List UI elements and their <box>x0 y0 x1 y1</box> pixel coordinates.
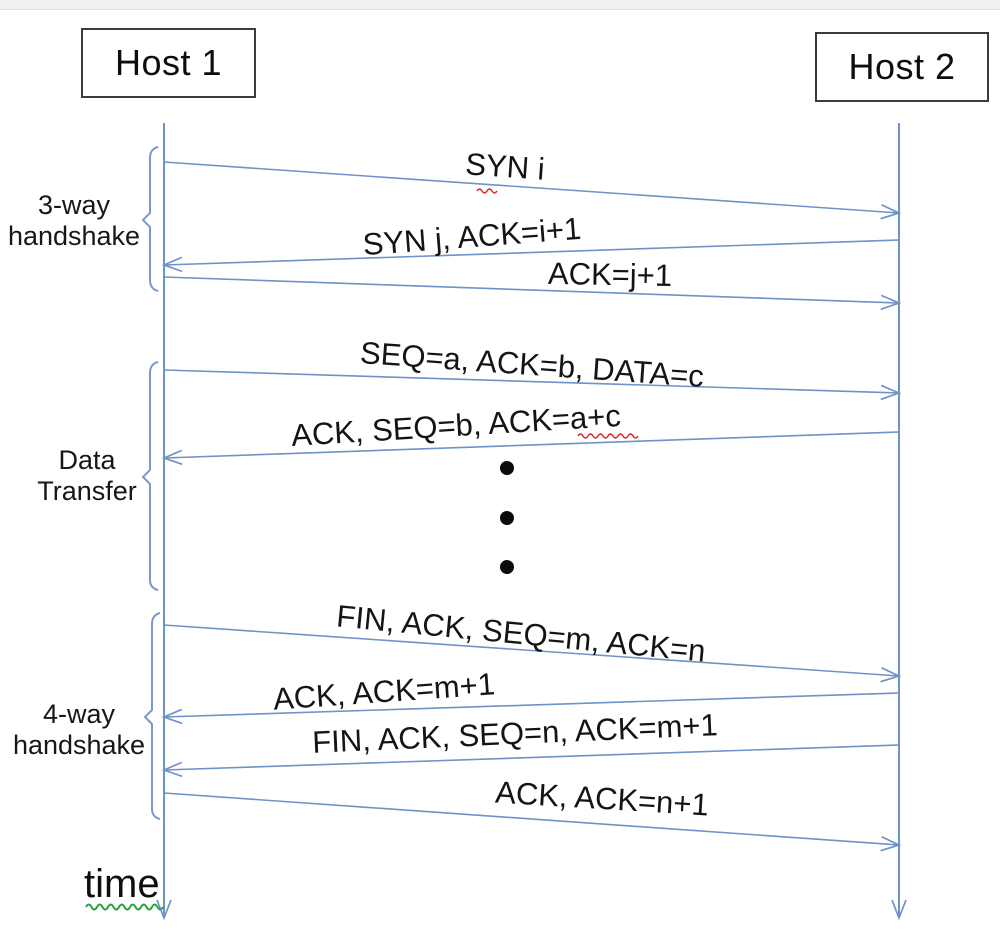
host1-label: Host 1 <box>114 42 223 83</box>
message-arrow-syn <box>163 161 900 214</box>
time-axis-label: time <box>84 862 160 906</box>
arrowhead <box>156 899 172 921</box>
arrowhead <box>880 835 902 852</box>
phase-line: handshake <box>12 730 146 760</box>
host2-label: Host 2 <box>848 46 956 87</box>
phase-line: Transfer <box>37 476 137 506</box>
arrowhead <box>161 256 183 273</box>
phase-line: handshake <box>7 221 141 251</box>
message-arrow-data-ack <box>163 431 900 459</box>
message-arrow-fin1 <box>163 624 900 677</box>
phase-line: 4-way <box>42 699 116 729</box>
arrowhead <box>161 761 183 778</box>
ellipsis-dot <box>500 461 514 475</box>
arrowhead <box>880 294 902 311</box>
phase-line: Data <box>58 445 116 475</box>
arrowhead <box>161 449 183 466</box>
bracket-data-transfer <box>142 361 159 591</box>
green-spellcheck-underline <box>85 903 164 911</box>
phase-label-3way-handshake: 3-way handshake <box>0 190 149 252</box>
message-label-ack: ACK=j+1 <box>547 255 673 294</box>
message-arrow-fin1-ack <box>163 692 900 718</box>
red-spellcheck-underline <box>577 433 639 439</box>
arrowhead <box>891 899 907 921</box>
message-arrow-fin2-ack <box>163 792 900 846</box>
arrowhead <box>880 384 902 401</box>
bracket-3way-handshake <box>142 146 159 292</box>
bracket-4way-handshake <box>144 612 161 820</box>
window-top-edge <box>0 0 1000 10</box>
message-arrow-data <box>163 369 900 394</box>
message-arrow-ack <box>163 276 900 304</box>
phase-line: 3-way <box>37 190 111 220</box>
red-spellcheck-underline <box>476 188 498 194</box>
message-label-syn: SYN i <box>464 146 546 187</box>
host2-box: Host 2 <box>815 32 989 102</box>
message-arrow-fin2 <box>163 744 900 771</box>
arrowhead <box>880 204 902 220</box>
arrowhead <box>880 667 902 683</box>
phase-label-4way-handshake: 4-way handshake <box>4 699 154 761</box>
ellipsis-dot <box>500 511 514 525</box>
phase-label-data-transfer: Data Transfer <box>12 445 162 507</box>
host1-box: Host 1 <box>81 28 256 98</box>
arrowhead <box>161 708 183 725</box>
message-arrow-synack <box>163 239 900 266</box>
ellipsis-dot <box>500 560 514 574</box>
